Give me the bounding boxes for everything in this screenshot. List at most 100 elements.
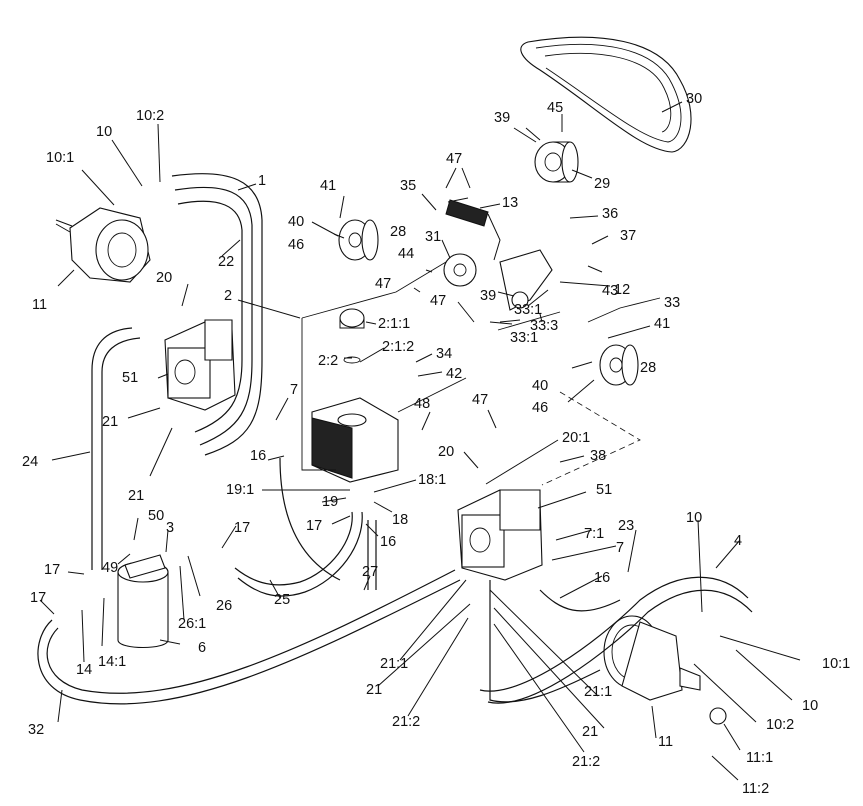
callout-label: 2:1:2: [382, 339, 414, 355]
callout-label: 18: [392, 512, 408, 528]
callout-label: 6: [198, 640, 206, 656]
callout-label: 30: [686, 91, 702, 107]
callout-label: 11:1: [746, 750, 773, 766]
callout-label: 21: [128, 488, 144, 504]
callout-label: 11: [32, 297, 47, 313]
callout-label: 10: [802, 698, 818, 714]
callout-label: 14:1: [98, 654, 126, 670]
pump-51-right: [457, 489, 543, 581]
callout-label: 38: [590, 448, 606, 464]
callout-label: 26:1: [178, 616, 206, 632]
callout-label: 21:2: [392, 714, 420, 730]
callout-label: 12: [614, 282, 630, 298]
callout-label: 41: [654, 316, 670, 332]
pulley-29: [534, 141, 579, 183]
callout-label: 42: [446, 366, 462, 382]
callout-label: 21: [102, 414, 118, 430]
callout-label: 21:2: [572, 754, 600, 770]
callout-label: 19: [322, 494, 338, 510]
callout-label: 7:1: [584, 526, 604, 542]
callout-label: 16: [250, 448, 266, 464]
callout-label: 3: [166, 520, 174, 536]
callout-label: 24: [22, 454, 38, 470]
idler-pulley-31: [443, 249, 553, 311]
callout-label: 34: [436, 346, 452, 362]
callout-label: 47: [430, 293, 446, 309]
callout-label: 32: [28, 722, 44, 738]
callout-label: 19:1: [226, 482, 254, 498]
leader-lines: [39, 101, 801, 781]
callout-label: 51: [122, 370, 138, 386]
callout-label: 50: [148, 508, 164, 524]
callout-label: 7: [290, 382, 298, 398]
callout-label: 4: [734, 533, 742, 549]
callout-label: 2: [224, 288, 232, 304]
callout-label: 11:2: [742, 781, 769, 797]
callout-label: 47: [375, 276, 391, 292]
callout-label: 28: [390, 224, 406, 240]
callout-label: 21:1: [584, 684, 612, 700]
callout-label: 47: [472, 392, 488, 408]
callout-label: 23: [618, 518, 634, 534]
drive-belt: [520, 36, 692, 153]
pulley-28-lower: [599, 344, 639, 386]
callout-label: 13: [502, 195, 518, 211]
callout-label: 27: [362, 564, 378, 580]
callout-label: 25: [274, 592, 290, 608]
callout-label: 21:1: [380, 656, 408, 672]
spring-13: [445, 197, 501, 261]
callout-label: 20:1: [562, 430, 590, 446]
callout-label: 48: [414, 396, 430, 412]
callout-label: 2:2: [318, 353, 338, 369]
callout-label: 31: [425, 229, 441, 245]
callout-label: 17: [30, 590, 46, 606]
callout-label: 10: [96, 124, 112, 140]
callout-label: 33:1: [514, 302, 542, 318]
callout-label: 39: [480, 288, 496, 304]
callout-label: 21: [582, 724, 598, 740]
callout-label: 20: [156, 270, 172, 286]
filter-6: [117, 554, 169, 648]
callout-label: 10:1: [822, 656, 850, 672]
motor-11-right: [603, 615, 727, 725]
callout-label: 33:3: [530, 318, 558, 334]
callout-label: 45: [547, 100, 563, 116]
callout-label: 10:2: [136, 108, 164, 124]
callout-label: 36: [602, 206, 618, 222]
callout-label: 43: [602, 283, 618, 299]
callout-label: 16: [380, 534, 396, 550]
reservoir-2-2: [311, 308, 399, 483]
callout-label: 33:1: [510, 330, 538, 346]
callout-label: 28: [640, 360, 656, 376]
hoses: [37, 173, 753, 705]
pump-51-left: [164, 319, 236, 411]
callout-label: 26: [216, 598, 232, 614]
callout-label: 46: [288, 237, 304, 253]
callout-label: 51: [596, 482, 612, 498]
callout-label: 40: [288, 214, 304, 230]
callout-label: 2:1:1: [378, 316, 410, 332]
callout-label: 47: [446, 151, 462, 167]
callout-label: 33: [664, 295, 680, 311]
callout-label: 17: [306, 518, 322, 534]
callout-label: 41: [320, 178, 336, 194]
motor-11-left: [55, 207, 151, 283]
callout-label: 37: [620, 228, 636, 244]
callout-label: 10: [686, 510, 702, 526]
callout-label: 29: [594, 176, 610, 192]
callout-label: 35: [400, 178, 416, 194]
callout-label: 11: [658, 734, 673, 750]
callout-label: 14: [76, 662, 92, 678]
callout-label: 7: [616, 540, 624, 556]
callout-label: 1: [258, 173, 266, 189]
callout-label: 39: [494, 110, 510, 126]
callout-label: 20: [438, 444, 454, 460]
callout-label: 17: [234, 520, 250, 536]
pulley-28-upper: [338, 219, 379, 261]
callout-label: 17: [44, 562, 60, 578]
callout-label: 18:1: [418, 472, 446, 488]
callout-label: 21: [366, 682, 382, 698]
